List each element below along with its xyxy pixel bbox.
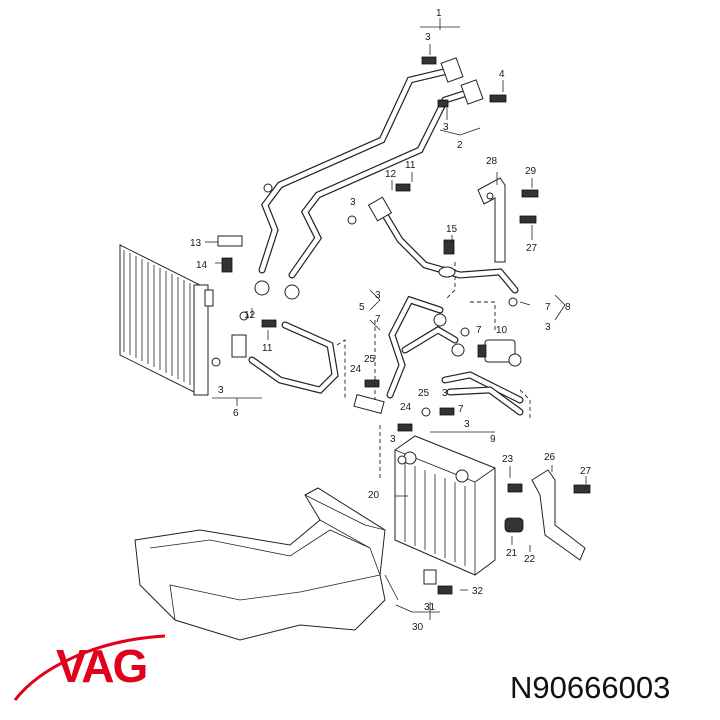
callout-9: 9: [490, 434, 496, 445]
callout-3: 3: [350, 197, 356, 208]
callout-3: 3: [464, 419, 470, 430]
air-duct: [134, 487, 386, 641]
callout-28: 28: [486, 156, 498, 167]
fasteners: [211, 56, 591, 595]
callout-labels: 1 3 4 3 2 28 29 27 12 11 3 13 14 15 12 1…: [190, 8, 592, 633]
callout-12: 12: [244, 310, 256, 321]
callout-11: 11: [262, 343, 273, 354]
callout-3: 3: [390, 434, 396, 445]
thermostat-valve: [477, 339, 522, 367]
callout-30: 30: [412, 622, 424, 633]
callout-32: 32: [472, 586, 484, 597]
bracket-26: [504, 469, 586, 561]
callout-27: 27: [526, 243, 538, 254]
callout-7: 7: [375, 314, 381, 325]
right-return-line: [367, 196, 519, 294]
middle-hoses: [353, 295, 524, 416]
callout-14: 14: [196, 260, 208, 271]
callout-24: 24: [400, 402, 412, 413]
part-number: N90666003: [510, 670, 670, 705]
callout-15: 15: [446, 224, 458, 235]
callout-5: 5: [359, 302, 365, 313]
callout-2: 2: [457, 140, 463, 151]
bracket-28: [477, 177, 506, 263]
logo-swoosh: [13, 634, 166, 701]
callout-3: 3: [218, 385, 224, 396]
callout-29: 29: [525, 166, 537, 177]
callout-10: 10: [496, 325, 508, 336]
callout-23: 23: [502, 454, 514, 465]
callout-3: 3: [545, 322, 551, 333]
upper-cooler-lines: [254, 57, 484, 300]
callout-3: 3: [425, 32, 431, 43]
oil-cooler: [394, 435, 496, 576]
callout-13: 13: [190, 238, 202, 249]
callout-21: 21: [506, 548, 518, 559]
callout-3: 3: [442, 388, 448, 399]
callout-4: 4: [499, 69, 505, 80]
callout-1: 1: [436, 8, 442, 19]
callout-8: 8: [565, 302, 571, 313]
callout-22: 22: [524, 554, 536, 565]
callout-7: 7: [545, 302, 551, 313]
callout-31: 31: [424, 602, 436, 613]
callout-3: 3: [443, 122, 449, 133]
callout-7: 7: [458, 404, 464, 415]
callout-3: 3: [375, 290, 381, 301]
vag-logo: VAG: [13, 634, 166, 701]
callout-26: 26: [544, 452, 556, 463]
radiator: [119, 244, 214, 396]
callout-11: 11: [405, 160, 416, 171]
callout-24: 24: [350, 364, 362, 375]
left-lower-hose: [231, 321, 339, 394]
callout-27: 27: [580, 466, 592, 477]
callout-12: 12: [385, 169, 397, 180]
leader-lines: [205, 18, 587, 620]
logo-text: VAG: [56, 640, 146, 692]
callout-25: 25: [418, 388, 430, 399]
callout-25: 25: [364, 354, 376, 365]
callout-6: 6: [233, 408, 239, 419]
callout-20: 20: [368, 490, 380, 501]
callout-7: 7: [476, 325, 482, 336]
